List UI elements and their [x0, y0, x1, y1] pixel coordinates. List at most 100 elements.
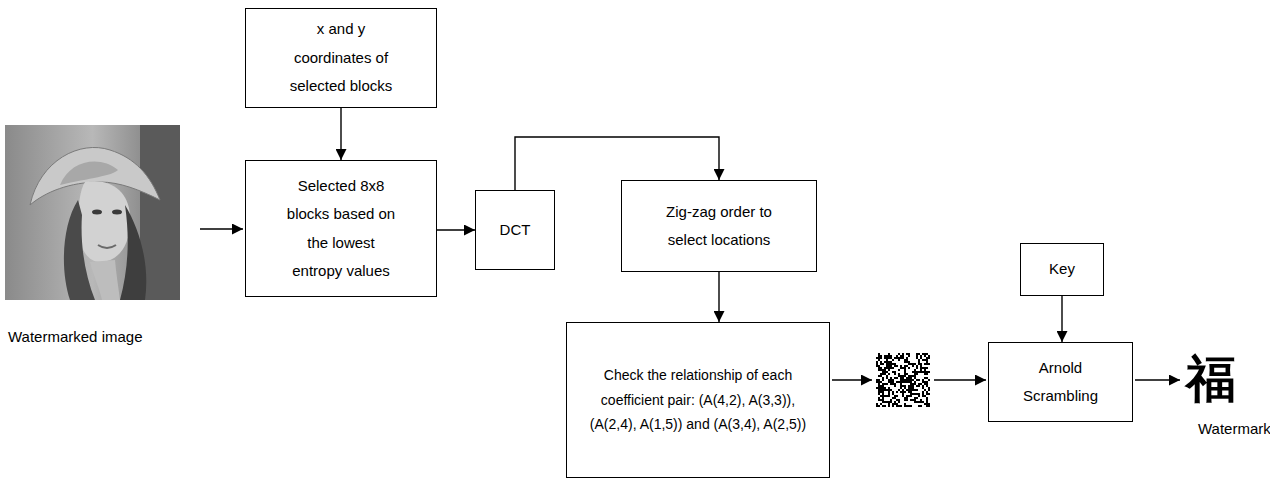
noise-pixel	[880, 389, 882, 391]
noise-pixel	[906, 395, 908, 397]
noise-pixel	[926, 383, 928, 385]
noise-pixel	[882, 391, 884, 393]
noise-pixel	[916, 397, 918, 399]
noise-pixel	[904, 375, 906, 377]
noise-pixel	[886, 377, 888, 379]
noise-pixel	[886, 363, 888, 365]
noise-pixel	[890, 383, 892, 385]
noise-pixel	[908, 387, 910, 389]
noise-pixel	[878, 369, 880, 371]
noise-pixel	[900, 383, 902, 385]
noise-pixel	[918, 393, 920, 395]
hat-crown	[60, 162, 118, 185]
noise-pixel	[884, 401, 886, 403]
hair	[64, 200, 95, 300]
noise-pixel	[912, 399, 914, 401]
noise-pixel	[926, 377, 928, 379]
flow-arrow	[832, 379, 872, 380]
noise-pixel	[880, 361, 882, 363]
noise-pixel	[922, 401, 924, 403]
noise-pixel	[918, 379, 920, 381]
noise-pixel	[904, 365, 906, 367]
noise-pixel	[906, 405, 908, 407]
noise-pixel	[920, 405, 922, 407]
noise-pixel	[926, 397, 928, 399]
noise-pixel	[926, 385, 928, 387]
noise-pixel	[904, 381, 906, 383]
noise-pixel	[928, 389, 930, 391]
noise-pixel	[882, 395, 884, 397]
noise-pixel	[926, 359, 928, 361]
noise-pixel	[882, 389, 884, 391]
noise-pixel	[880, 395, 882, 397]
noise-pixel	[916, 379, 918, 381]
noise-pixel	[888, 379, 890, 381]
noise-pixel	[914, 397, 916, 399]
noise-pixel	[878, 355, 880, 357]
noise-pixel	[906, 397, 908, 399]
flow-arrow	[200, 228, 243, 229]
noise-pixel	[902, 355, 904, 357]
noise-pixel	[908, 395, 910, 397]
noise-pixel	[896, 357, 898, 359]
noise-pixel	[912, 365, 914, 367]
noise-pixel	[908, 377, 910, 379]
noise-pixel	[878, 353, 880, 355]
noise-pixel	[882, 385, 884, 387]
noise-pixel	[918, 363, 920, 365]
noise-pixel	[906, 399, 908, 401]
noise-pixel	[878, 385, 880, 387]
noise-pixel	[924, 389, 926, 391]
noise-pixel	[920, 399, 922, 401]
noise-pixel	[904, 391, 906, 393]
noise-pixel	[924, 353, 926, 355]
noise-pixel	[876, 403, 878, 405]
noise-pixel	[884, 373, 886, 375]
noise-pixel	[912, 387, 914, 389]
noise-pixel	[900, 379, 902, 381]
noise-pixel	[924, 403, 926, 405]
noise-pixel	[890, 377, 892, 379]
noise-pixel	[912, 363, 914, 365]
noise-pixel	[922, 353, 924, 355]
noise-pixel	[876, 365, 878, 367]
noise-pixel	[910, 387, 912, 389]
process-box: Key	[1020, 243, 1104, 296]
noise-pixel	[924, 373, 926, 375]
noise-pixel	[914, 369, 916, 371]
process-box: Selected 8x8 blocks based on the lowest …	[245, 160, 437, 297]
noise-pixel	[882, 387, 884, 389]
noise-pixel	[920, 365, 922, 367]
noise-pixel	[892, 403, 894, 405]
noise-pixel	[900, 355, 902, 357]
noise-pixel	[880, 355, 882, 357]
noise-pixel	[902, 385, 904, 387]
noise-pixel	[886, 395, 888, 397]
noise-pixel	[920, 355, 922, 357]
noise-pixel	[884, 369, 886, 371]
noise-pixel	[904, 373, 906, 375]
noise-pixel	[906, 373, 908, 375]
noise-pixel	[888, 401, 890, 403]
noise-pixel	[890, 363, 892, 365]
noise-pixel	[910, 391, 912, 393]
noise-pixel	[910, 381, 912, 383]
process-box: DCT	[475, 190, 555, 270]
noise-pixel	[898, 381, 900, 383]
noise-pixel	[888, 373, 890, 375]
noise-pixel	[900, 375, 902, 377]
noise-pixel	[882, 405, 884, 407]
noise-pixel	[924, 371, 926, 373]
noise-pixel	[880, 387, 882, 389]
noise-pixel	[884, 383, 886, 385]
noise-pixel	[906, 377, 908, 379]
noise-pixel	[908, 381, 910, 383]
noise-pixel	[916, 367, 918, 369]
noise-pixel	[922, 395, 924, 397]
noise-pixel	[882, 363, 884, 365]
noise-pixel	[878, 367, 880, 369]
noise-pixel	[888, 393, 890, 395]
noise-pixel	[904, 379, 906, 381]
noise-pixel	[904, 361, 906, 363]
noise-pixel	[920, 369, 922, 371]
